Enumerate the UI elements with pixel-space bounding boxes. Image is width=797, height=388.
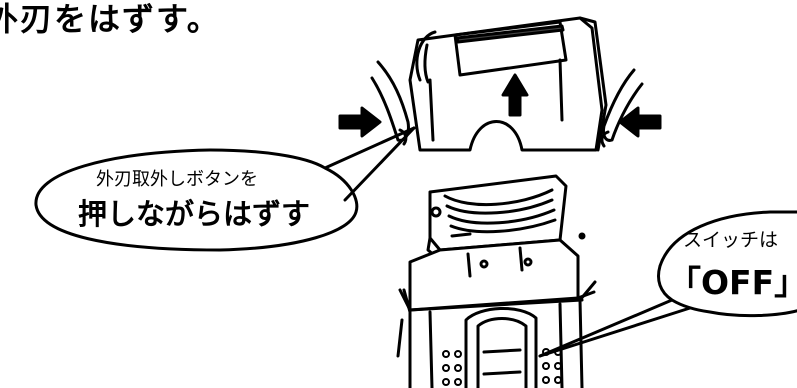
release-button-callout-line2: 押しながらはずす <box>78 197 311 231</box>
shaver-body <box>396 174 597 388</box>
arrow-left-icon <box>618 106 662 138</box>
release-lever-right <box>600 68 644 148</box>
instruction-heading: 外刃をはずす。 <box>0 0 221 38</box>
switch-callout-line2: 「OFF」 <box>668 263 797 302</box>
switch-callout-bubble <box>538 210 797 358</box>
release-button-callout-bubble <box>34 126 416 252</box>
outer-foil-frame <box>408 16 608 152</box>
release-button-callout-line1: 外刃取外しボタンを <box>96 169 258 190</box>
arrow-right-icon <box>338 106 382 138</box>
switch-callout-line1: スイッチは <box>683 229 779 251</box>
arrow-up-icon <box>501 73 529 117</box>
